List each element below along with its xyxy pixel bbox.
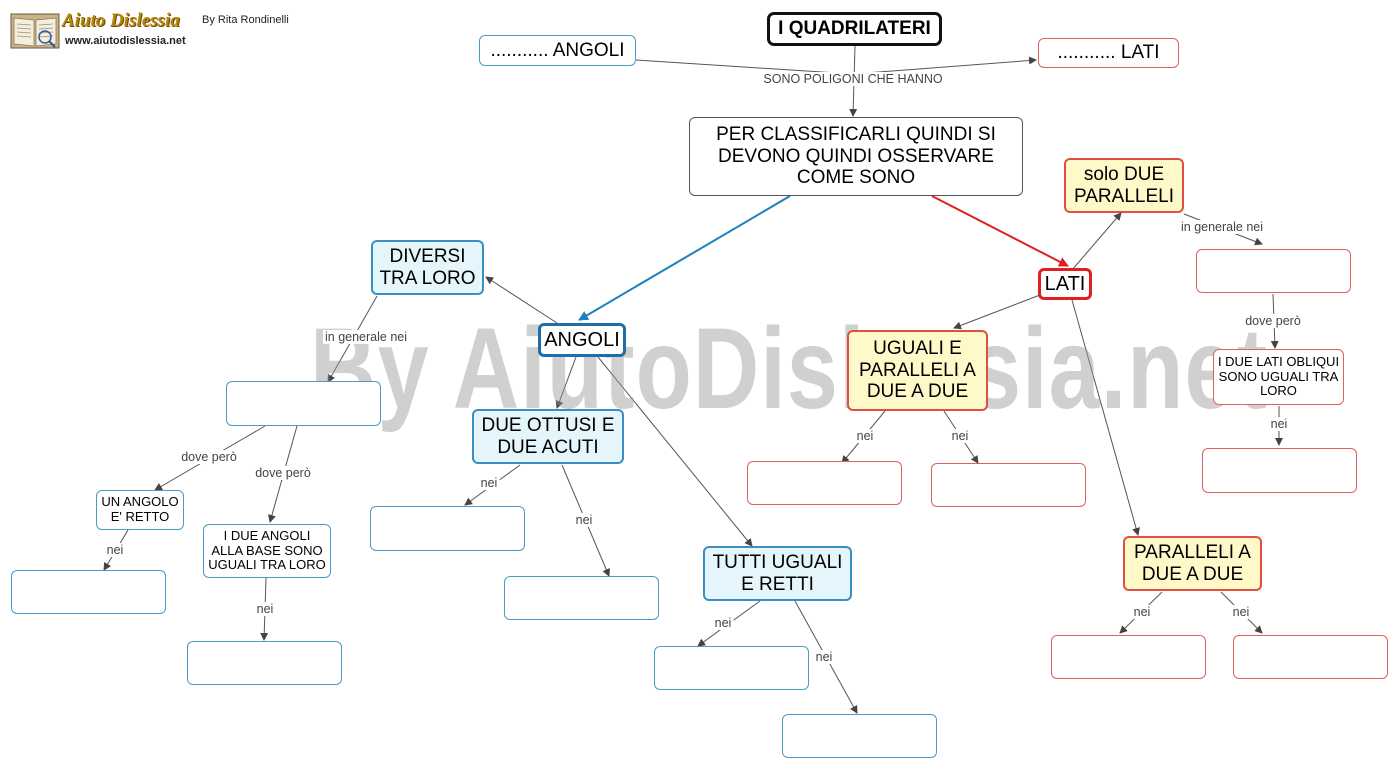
blank-node-uguali-1[interactable] <box>747 461 902 505</box>
lati-node: LATI <box>1038 268 1092 300</box>
diversi-node: DIVERSI TRA LORO <box>371 240 484 295</box>
edge-label-nei: nei <box>813 650 835 664</box>
edge-label-nei: nei <box>712 616 734 630</box>
edge-label-nei: nei <box>854 429 876 443</box>
blank-node-isoscele-lati[interactable] <box>1202 448 1357 493</box>
logo-title: Aiuto Dislessia <box>62 10 180 31</box>
edge-label-dove-pero: dove però <box>253 466 313 480</box>
edge-label-nei: nei <box>949 429 971 443</box>
edge-label-in-generale: in generale nei <box>322 330 410 344</box>
due-ottusi-node: DUE OTTUSI E DUE ACUTI <box>472 409 624 464</box>
edge-label-nei: nei <box>104 543 126 557</box>
blank-node-retti-1[interactable] <box>654 646 809 690</box>
uguali-paralleli-node: UGUALI E PARALLELI A DUE A DUE <box>847 330 988 411</box>
blank-node-paralleli-2[interactable] <box>1233 635 1388 679</box>
blank-node-retti-2[interactable] <box>782 714 937 758</box>
author-byline: By Rita Rondinelli <box>202 14 289 26</box>
lati-blank-node: ........... LATI <box>1038 38 1179 68</box>
site-logo: Aiuto Dislessia www.aiutodislessia.net <box>10 8 195 52</box>
blank-node-rettangolo-trap[interactable] <box>11 570 166 614</box>
un-angolo-retto-node: UN ANGOLO E' RETTO <box>96 490 184 530</box>
blank-node-isoscele[interactable] <box>187 641 342 685</box>
tutti-uguali-node: TUTTI UGUALI E RETTI <box>703 546 852 601</box>
edge-label-nei: nei <box>254 602 276 616</box>
classify-node: PER CLASSIFICARLI QUINDI SI DEVONO QUIND… <box>689 117 1023 196</box>
edge-label-sono-poligoni: SONO POLIGONI CHE HANNO <box>761 72 945 86</box>
edge-label-nei: nei <box>478 476 500 490</box>
blank-node-ottusi-2[interactable] <box>504 576 659 620</box>
edge-label-nei: nei <box>1230 605 1252 619</box>
edge-label-dove-pero: dove però <box>1243 314 1303 328</box>
blank-node-trapezi-lati[interactable] <box>1196 249 1351 293</box>
open-book-icon <box>10 13 60 49</box>
paralleli-due-a-due-node: PARALLELI A DUE A DUE <box>1123 536 1262 591</box>
due-lati-obliqui-node: I DUE LATI OBLIQUI SONO UGUALI TRA LORO <box>1213 349 1344 405</box>
blank-node-ottusi-1[interactable] <box>370 506 525 551</box>
edge-label-dove-pero: dove però <box>179 450 239 464</box>
edge-label-nei: nei <box>1268 417 1290 431</box>
blank-node-paralleli-1[interactable] <box>1051 635 1206 679</box>
logo-url[interactable]: www.aiutodislessia.net <box>65 35 186 47</box>
edge-label-nei: nei <box>1131 605 1153 619</box>
edge-label-nei: nei <box>573 513 595 527</box>
edge-label-in-generale: in generale nei <box>1178 220 1266 234</box>
blank-node-uguali-2[interactable] <box>931 463 1086 507</box>
title-node: I QUADRILATERI <box>767 12 942 46</box>
due-angoli-base-node: I DUE ANGOLI ALLA BASE SONO UGUALI TRA L… <box>203 524 331 578</box>
angoli-blank-node: ........... ANGOLI <box>479 35 636 66</box>
blank-node-trapezi[interactable] <box>226 381 381 426</box>
angoli-node: ANGOLI <box>538 323 626 357</box>
solo-due-paralleli-node: solo DUE PARALLELI <box>1064 158 1184 213</box>
